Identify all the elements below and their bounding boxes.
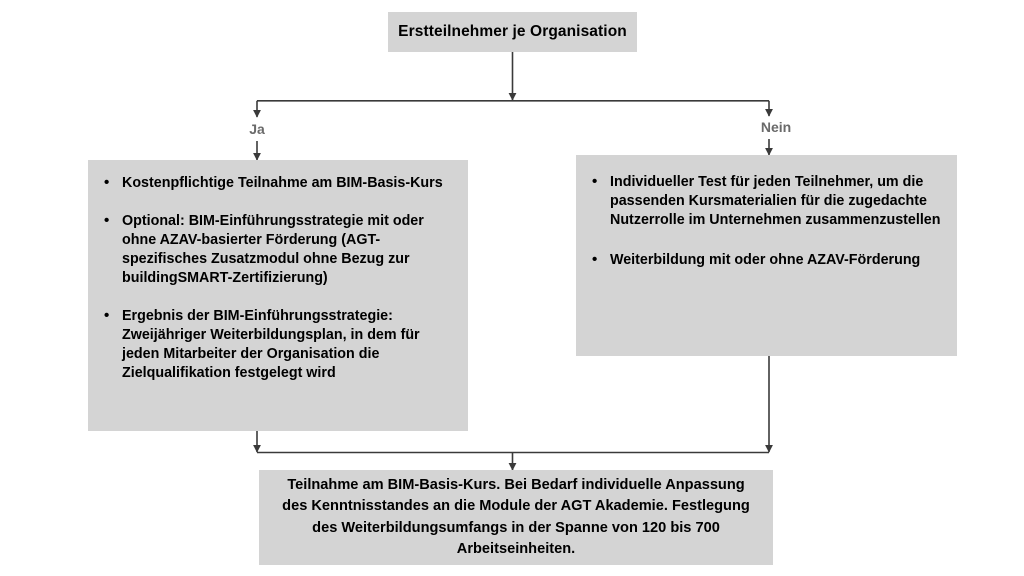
node-result[interactable]: Teilnahme am BIM-Basis-Kurs. Bei Bedarf … (259, 470, 773, 565)
list-item: Kostenpflichtige Teilnahme am BIM-Basis-… (102, 173, 452, 193)
branch-label-no: Nein (760, 119, 792, 135)
list-item: Ergebnis der BIM-Einführungsstrategie: Z… (102, 306, 452, 383)
list-item: Weiterbildung mit oder ohne AZAV-Förderu… (590, 250, 941, 270)
list-item: Individueller Test für jeden Teilnehmer,… (590, 172, 941, 230)
branch-label-yes: Ja (249, 121, 265, 137)
node-no-branch[interactable]: Individueller Test für jeden Teilnehmer,… (576, 155, 957, 356)
no-branch-bullet-list: Individueller Test für jeden Teilnehmer,… (590, 172, 941, 270)
yes-branch-bullet-list: Kostenpflichtige Teilnahme am BIM-Basis-… (102, 173, 452, 383)
node-yes-branch[interactable]: Kostenpflichtige Teilnahme am BIM-Basis-… (88, 160, 468, 431)
node-result-label: Teilnahme am BIM-Basis-Kurs. Bei Bedarf … (282, 477, 750, 557)
list-item: Optional: BIM-Einführungsstrategie mit o… (102, 211, 452, 288)
node-start-question[interactable]: Erstteilnehmer je Organisation (388, 12, 637, 52)
node-start-label: Erstteilnehmer je Organisation (398, 23, 627, 40)
